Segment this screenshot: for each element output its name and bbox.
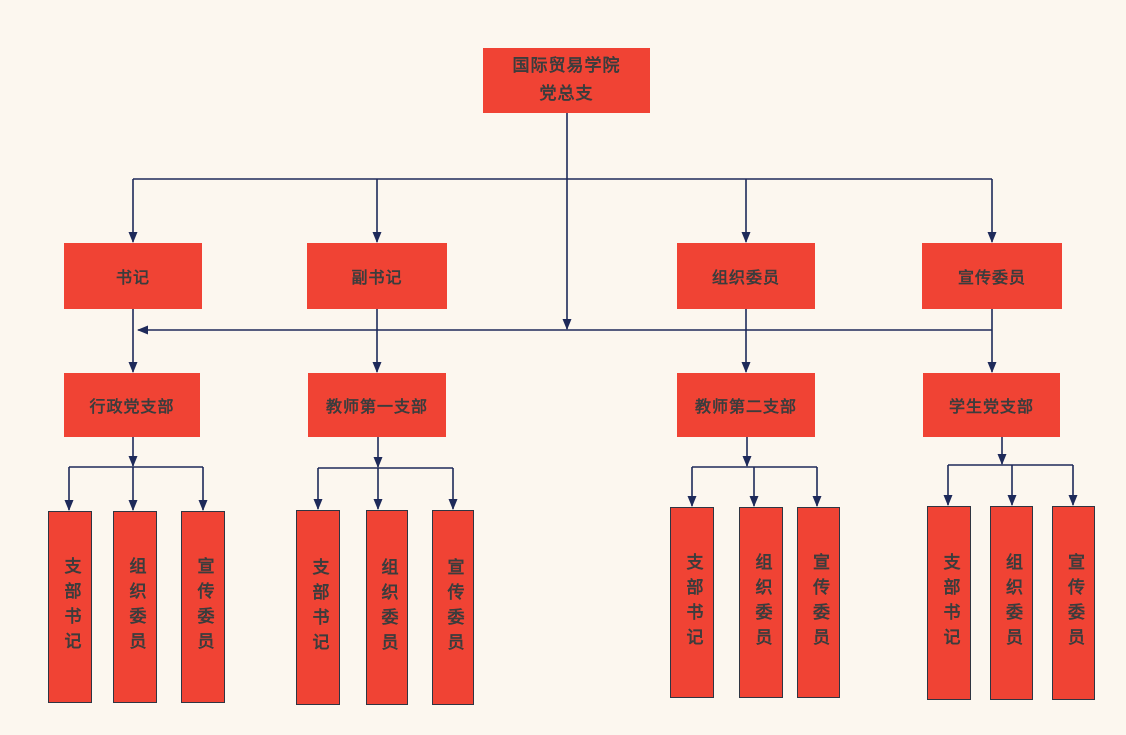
arrowhead-icon xyxy=(128,362,138,373)
org-node-teacher1-organization[interactable]: 组织委员 xyxy=(366,510,408,705)
org-node-label: 支部书记 xyxy=(682,552,703,653)
arrowhead-icon xyxy=(137,325,148,335)
org-node-root[interactable]: 国际贸易学院 党总支 xyxy=(483,48,650,113)
org-node-deputy-secretary[interactable]: 副书记 xyxy=(307,243,447,309)
org-node-student-branch[interactable]: 学生党支部 xyxy=(923,373,1060,437)
arrowhead-icon xyxy=(987,362,997,373)
org-node-label: 支部书记 xyxy=(60,557,81,657)
org-node-secretary[interactable]: 书记 xyxy=(64,243,202,309)
org-node-label: 宣传委员 xyxy=(1064,553,1084,653)
arrowhead-icon xyxy=(128,500,138,511)
org-node-teacher2-organization[interactable]: 组织委员 xyxy=(739,507,783,698)
arrowhead-icon xyxy=(373,457,383,468)
arrowhead-icon xyxy=(742,456,752,467)
arrowhead-icon xyxy=(128,232,138,243)
arrowhead-icon xyxy=(198,500,208,511)
org-node-admin-branch-organization[interactable]: 组织委员 xyxy=(113,511,157,703)
arrowhead-icon xyxy=(313,499,323,510)
arrowhead-icon xyxy=(128,456,138,467)
org-node-admin-branch-publicity[interactable]: 宣传委员 xyxy=(181,511,225,703)
arrowhead-icon xyxy=(997,454,1007,465)
org-node-student-secretary[interactable]: 支部书记 xyxy=(927,506,971,700)
arrowhead-icon xyxy=(562,319,572,330)
org-node-publicity-member[interactable]: 宣传委员 xyxy=(922,243,1062,309)
arrowhead-icon xyxy=(812,496,822,507)
org-node-label: 宣传委员 xyxy=(193,557,214,657)
org-node-label: 组织委员 xyxy=(125,557,146,657)
org-node-teacher1-secretary[interactable]: 支部书记 xyxy=(296,510,340,705)
arrowhead-icon xyxy=(373,499,383,510)
arrowhead-icon xyxy=(448,499,458,510)
arrowhead-icon xyxy=(943,495,953,506)
arrowhead-icon xyxy=(64,500,74,511)
arrowhead-icon xyxy=(749,496,759,507)
arrowhead-icon xyxy=(1007,495,1017,506)
arrowhead-icon xyxy=(372,362,382,373)
org-node-admin-branch-secretary[interactable]: 支部书记 xyxy=(48,511,92,703)
org-node-teacher-branch-1[interactable]: 教师第一支部 xyxy=(308,373,446,437)
org-node-label: 宣传委员 xyxy=(443,557,464,658)
arrowhead-icon xyxy=(741,362,751,373)
org-node-teacher-branch-2[interactable]: 教师第二支部 xyxy=(677,373,815,437)
org-node-student-publicity[interactable]: 宣传委员 xyxy=(1052,506,1095,700)
org-node-label: 组织委员 xyxy=(1002,553,1022,653)
org-node-label: 支部书记 xyxy=(939,553,960,653)
arrowhead-icon xyxy=(372,232,382,243)
org-node-teacher1-publicity[interactable]: 宣传委员 xyxy=(432,510,474,705)
org-node-label: 组织委员 xyxy=(377,557,398,658)
arrowhead-icon xyxy=(741,232,751,243)
arrowhead-icon xyxy=(1068,495,1078,506)
org-node-teacher2-secretary[interactable]: 支部书记 xyxy=(670,507,714,698)
org-node-label: 宣传委员 xyxy=(809,552,829,653)
org-node-organization-member[interactable]: 组织委员 xyxy=(677,243,815,309)
org-node-label: 组织委员 xyxy=(751,552,772,653)
arrowhead-icon xyxy=(987,232,997,243)
org-node-admin-branch[interactable]: 行政党支部 xyxy=(64,373,200,437)
org-node-student-organization[interactable]: 组织委员 xyxy=(990,506,1033,700)
org-node-teacher2-publicity[interactable]: 宣传委员 xyxy=(797,507,840,698)
arrowhead-icon xyxy=(687,496,697,507)
org-node-label: 支部书记 xyxy=(308,557,329,658)
